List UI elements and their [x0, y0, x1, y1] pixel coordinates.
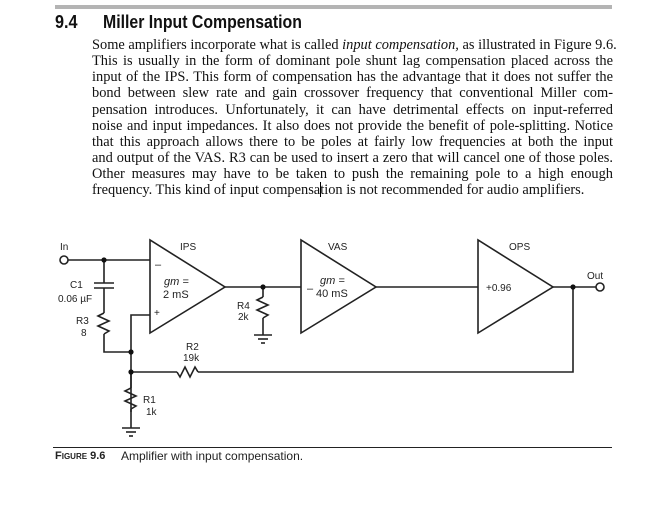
vas-name: VAS: [328, 242, 348, 253]
emphasized-term: input compensation,: [342, 37, 459, 53]
paragraph-line: and output of the VAS. R3 can be used to…: [92, 149, 613, 166]
vas-gm-value: 40 mS: [316, 288, 348, 300]
r2-resistor: [176, 365, 199, 379]
vas-gm-label: gm =: [320, 275, 345, 287]
text-run: tion is not recommended for audio amplif…: [320, 182, 585, 199]
c1-value: 0.06 µF: [58, 294, 92, 305]
input-terminal: [59, 255, 69, 265]
junction-dot: [260, 284, 266, 290]
text-run: Some amplifiers incorporate what is call…: [92, 37, 343, 53]
ips-plus-sign: +: [154, 308, 160, 319]
paragraph-line: This is usually in the form of dominant …: [92, 53, 613, 70]
section-top-rule: [55, 5, 612, 9]
ops-amplifier: [477, 238, 555, 335]
junction-dot: [128, 349, 134, 355]
ips-minus-sign: –: [155, 259, 162, 271]
paragraph-line: noise and input impedances. It also does…: [92, 117, 613, 134]
wire-r3-bottom: [103, 334, 131, 353]
paragraph-line: Some amplifiers incorporate what is call…: [92, 37, 617, 53]
text-run: frequency. This kind of input compensa: [92, 182, 321, 199]
paragraph-line: bond between slew rate and gain crossove…: [92, 85, 613, 102]
r1-name: R1: [143, 395, 156, 406]
r2-name: R2: [186, 342, 199, 353]
ips-gm-value: 2 mS: [163, 289, 189, 301]
wire-feedback: [198, 287, 574, 373]
vas-amplifier: [300, 238, 378, 335]
section-title: Miller Input Compensation: [103, 12, 302, 32]
paragraph-line: pensation introduces. Unfortunately, it …: [92, 101, 613, 118]
ops-gain: +0.96: [486, 283, 512, 294]
paragraph-line: that this approach allows there to be po…: [92, 133, 613, 150]
junction-dot: [570, 284, 576, 290]
paragraph-line: input of the IPS. This form of compensat…: [92, 69, 613, 86]
vas-minus-sign: –: [307, 283, 314, 295]
output-label: Out: [587, 271, 603, 282]
text-run: as illustrated in Figure 9.6.: [458, 37, 617, 53]
r4-value: 2k: [238, 312, 250, 323]
ips-amplifier: [149, 238, 227, 335]
r4-resistor: [255, 296, 270, 319]
r4-name: R4: [237, 301, 250, 312]
paragraph-line: Other measures may have to be taken to p…: [92, 166, 613, 183]
r1-value: 1k: [146, 407, 158, 418]
text-cursor: [319, 182, 321, 198]
paragraph-line: frequency. This kind of input compensati…: [92, 182, 613, 198]
ips-gm-label: gm =: [164, 276, 189, 288]
ips-name: IPS: [180, 242, 196, 253]
c1-name: C1: [70, 280, 83, 291]
r1-resistor: [123, 387, 138, 410]
figure-label: Figure 9.6: [55, 450, 106, 462]
section-number: 9.4: [55, 12, 78, 32]
figure-caption: Amplifier with input compensation.: [121, 449, 304, 463]
r2-value: 19k: [183, 353, 200, 364]
r3-resistor: [96, 312, 111, 335]
junction-dot: [128, 369, 134, 375]
r3-name: R3: [76, 316, 89, 327]
caption-rule: [53, 447, 612, 448]
input-label: In: [60, 242, 68, 253]
ops-name: OPS: [509, 242, 530, 253]
output-terminal: [595, 282, 605, 292]
junction-dot: [101, 257, 107, 263]
body-paragraph: Some amplifiers incorporate what is call…: [92, 37, 617, 198]
r3-value: 8: [81, 328, 87, 339]
